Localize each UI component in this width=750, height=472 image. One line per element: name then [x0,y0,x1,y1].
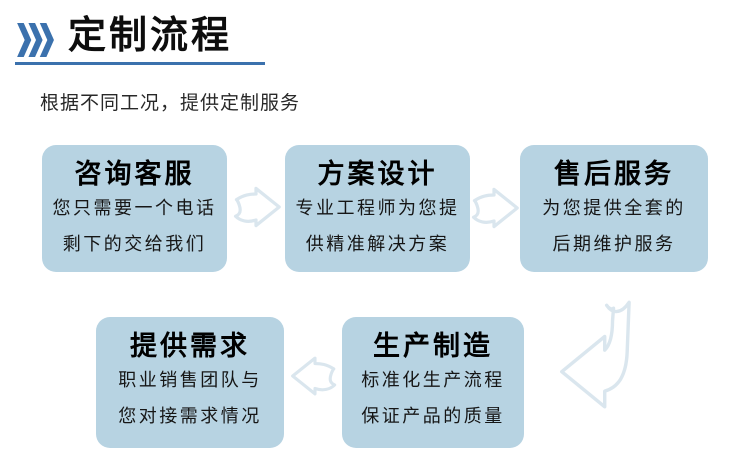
step-desc-line: 您对接需求情况 [118,406,262,426]
step-desc-line: 剩下的交给我们 [62,234,207,254]
title-underline [15,62,265,65]
step-desc-line: 职业销售团队与 [118,370,262,390]
step-title: 咨询客服 [74,159,195,189]
step-desc-line: 为您提供全套的 [542,198,686,218]
step-title: 提供需求 [130,331,250,361]
step-card-aftersales: 售后服务 为您提供全套的 后期维护服务 [520,145,708,272]
subtitle: 根据不同工况，提供定制服务 [40,93,301,114]
step-card-consult: 咨询客服 您只需要一个电话 剩下的交给我们 [42,145,227,272]
step-desc-line: 标准化生产流程 [361,370,505,390]
step-card-production: 生产制造 标准化生产流程 保证产品的质量 [342,317,524,448]
step-title: 生产制造 [373,331,493,361]
step-desc-line: 专业工程师为您提 [295,198,460,218]
step-desc-line: 保证产品的质量 [361,406,505,426]
step-desc-line: 您只需要一个电话 [52,198,217,218]
step-card-requirements: 提供需求 职业销售团队与 您对接需求情况 [96,317,284,448]
arrow-right-icon [471,187,519,229]
arrow-left-icon [291,356,337,396]
step-desc-line: 后期维护服务 [552,234,676,254]
triple-chevron-icon [17,23,54,57]
step-title: 方案设计 [317,159,438,189]
arrow-right-icon [233,186,281,228]
step-card-design: 方案设计 专业工程师为您提 供精准解决方案 [285,145,470,272]
page-title: 定制流程 [68,15,233,57]
step-title: 售后服务 [554,159,674,189]
step-desc-line: 供精准解决方案 [305,234,450,254]
arrow-down-left-icon [560,300,631,409]
